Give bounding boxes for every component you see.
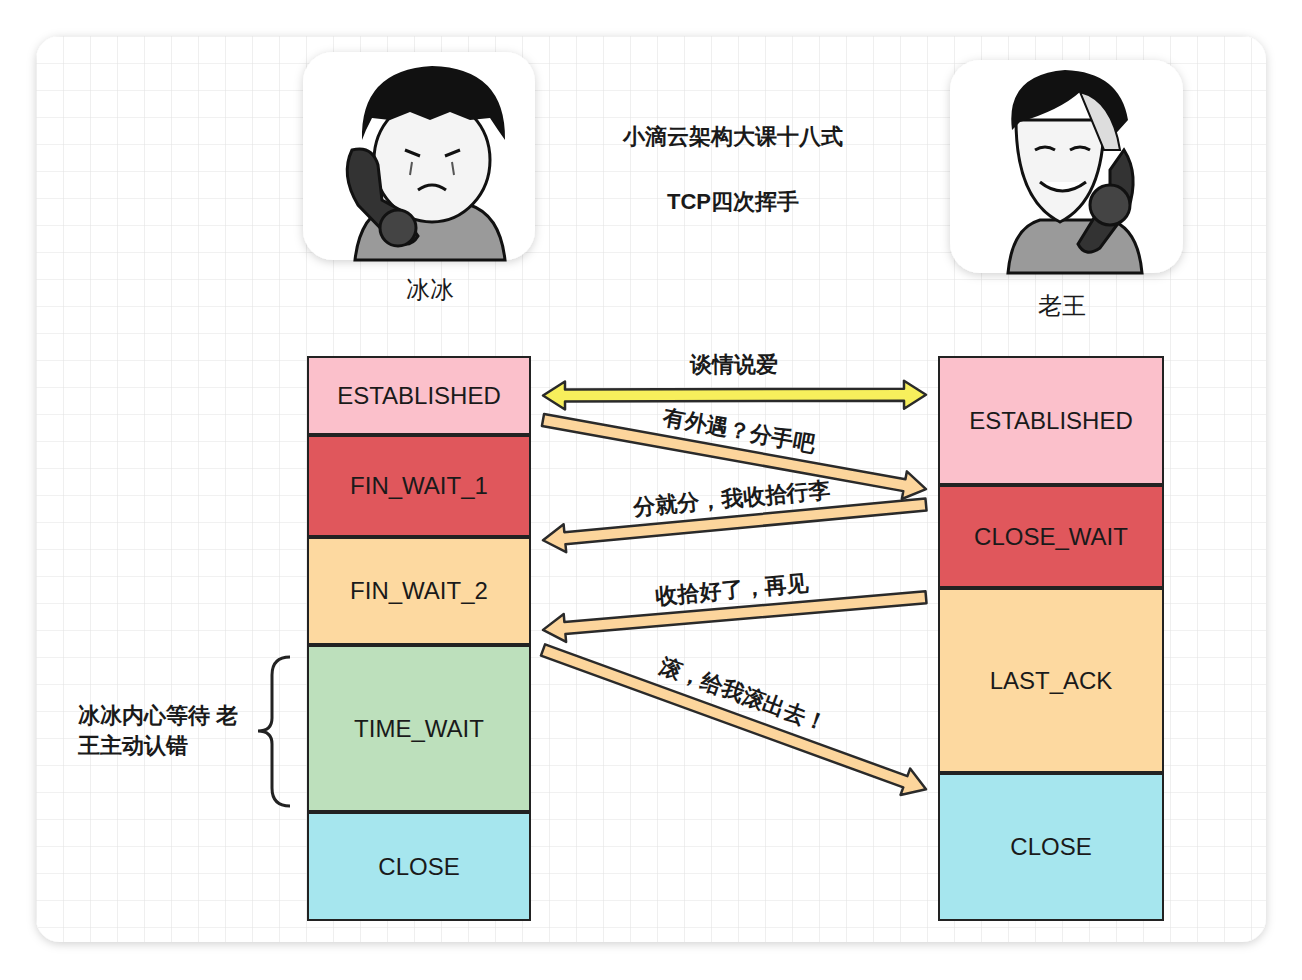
state-box: CLOSE_WAIT [938,485,1164,588]
state-label: CLOSE [1010,833,1091,861]
state-label: ESTABLISHED [337,382,501,410]
state-box: LAST_ACK [938,588,1164,773]
note: 冰冰内心等待 老王主动认错 [78,701,248,760]
subtitle: TCP四次挥手 [667,187,799,217]
state-box: FIN_WAIT_1 [307,435,531,537]
person-name: 冰冰 [406,274,454,306]
state-box: ESTABLISHED [938,356,1164,485]
state-label: LAST_ACK [990,667,1113,695]
state-box: ESTABLISHED [307,356,531,435]
state-box: FIN_WAIT_2 [307,537,531,645]
avatar-left [303,52,535,260]
state-box: CLOSE [938,773,1164,921]
state-label: CLOSE [378,853,459,881]
grid [36,36,1266,942]
state-label: TIME_WAIT [354,715,484,743]
person-name: 老王 [1038,290,1086,322]
state-label: ESTABLISHED [969,407,1133,435]
state-box: CLOSE [307,812,531,921]
state-label: FIN_WAIT_2 [350,577,488,605]
state-box: TIME_WAIT [307,645,531,812]
state-label: FIN_WAIT_1 [350,472,488,500]
avatar-right [950,60,1183,273]
brace [258,657,290,806]
message-arrow [543,381,926,410]
title: 小滴云架构大课十八式 [623,122,843,152]
card [36,36,1266,942]
message-arrow [541,644,926,795]
edge-label: 谈情说爱 [690,350,778,380]
state-label: CLOSE_WAIT [974,523,1128,551]
